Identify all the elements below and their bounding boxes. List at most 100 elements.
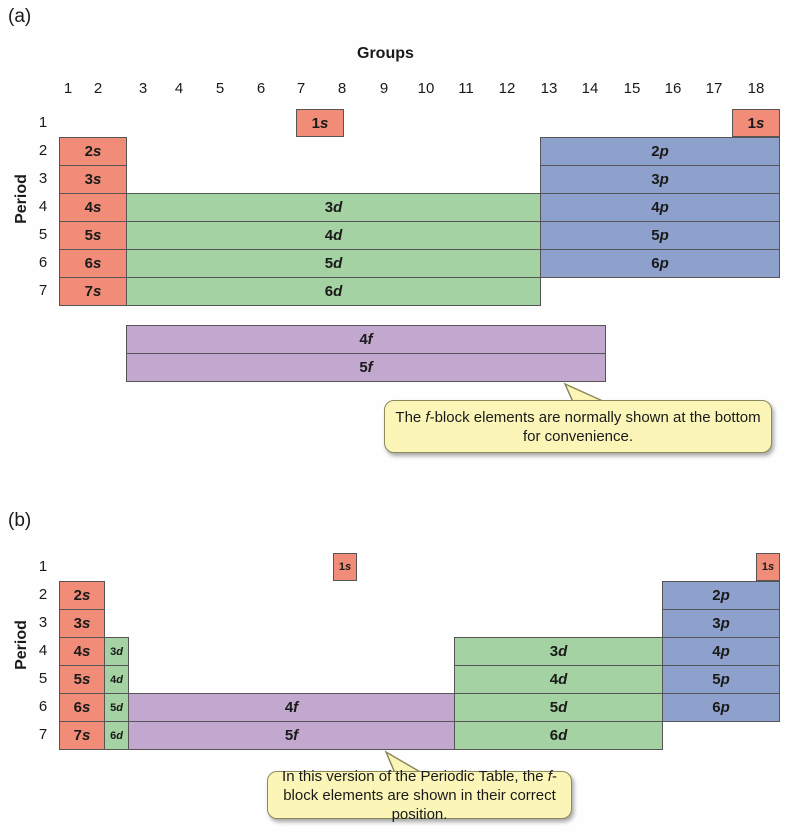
orbital-letter: p [720, 671, 730, 688]
orbital-number: 5 [324, 255, 334, 272]
group-number: 6 [256, 80, 266, 97]
orbital-letter: s [768, 561, 775, 573]
orbital-number: 5 [549, 699, 559, 716]
orbital-letter: s [82, 615, 91, 632]
orbital-number: 2 [84, 143, 93, 160]
group-number: 4 [174, 80, 184, 97]
group-number: 5 [215, 80, 225, 97]
period-number: 1 [38, 558, 48, 575]
period-number: 7 [38, 282, 48, 299]
orbital-number: 1 [747, 114, 756, 132]
callout-a: The f-block elements are normally shown … [384, 400, 772, 453]
orbital-number: 1 [338, 561, 345, 573]
group-number: 16 [664, 80, 682, 97]
group-number: 7 [296, 80, 306, 97]
orbital-letter: s [93, 255, 102, 272]
orbital-letter: s [93, 143, 102, 160]
orbital-number: 4 [284, 699, 294, 716]
orbital-letter: f [293, 727, 299, 744]
callout-b-pointer [384, 750, 425, 774]
period-number: 1 [38, 114, 48, 131]
group-number: 17 [705, 80, 723, 97]
orbital-number: 6 [110, 729, 117, 742]
orbital-number: 3 [110, 645, 117, 658]
orbital-letter: d [116, 645, 123, 658]
orbital-number: 4 [324, 227, 334, 244]
orbital-letter: s [345, 561, 352, 573]
orbital-number: 4 [84, 199, 93, 216]
orbital-number: 1 [761, 561, 768, 573]
orbital-number: 3 [324, 199, 334, 216]
orbital-number: 4 [651, 199, 660, 216]
period-number: 4 [38, 198, 48, 215]
groups-title: Groups [357, 45, 414, 62]
orbital-number: 7 [73, 727, 82, 744]
orbital-number: 2 [73, 587, 82, 604]
orbital-letter: s [82, 587, 91, 604]
period-axis-title: Period [13, 620, 30, 670]
orbital-letter: d [116, 673, 123, 686]
group-number: 8 [337, 80, 347, 97]
callout-text-italic: f [547, 767, 552, 785]
orbital-number: 5 [84, 227, 93, 244]
orbital-number: 6 [324, 283, 334, 300]
group-number: 18 [747, 80, 765, 97]
group-number: 14 [581, 80, 599, 97]
orbital-number: 3 [712, 615, 721, 632]
orbital-letter: d [558, 727, 568, 744]
callout-text-italic: f [425, 408, 430, 426]
orbital-number: 6 [73, 699, 82, 716]
orbital-number: 4 [359, 331, 368, 348]
orbital-letter: p [720, 587, 730, 604]
orbital-letter: s [93, 283, 102, 300]
orbital-number: 6 [712, 699, 721, 716]
orbital-letter: d [558, 671, 568, 688]
group-number: 11 [458, 80, 474, 97]
orbital-letter: p [659, 143, 669, 160]
orbital-number: 3 [73, 615, 82, 632]
panel-b-label: (b) [8, 510, 32, 531]
orbital-letter: s [756, 114, 765, 132]
orbital-letter: f [367, 331, 373, 348]
group-number: 15 [623, 80, 641, 97]
orbital-number: 4 [712, 643, 721, 660]
callout-text: In this version of the Periodic Table, t… [276, 767, 563, 824]
period-number: 4 [38, 642, 48, 659]
orbital-letter: s [82, 671, 91, 688]
orbital-letter: p [659, 199, 669, 216]
orbital-number: 5 [73, 671, 82, 688]
orbital-number: 6 [549, 727, 559, 744]
orbital-number: 5 [284, 727, 294, 744]
orbital-letter: p [659, 171, 669, 188]
group-number: 2 [93, 80, 103, 97]
orbital-letter: d [116, 701, 123, 714]
callout-b: In this version of the Periodic Table, t… [267, 768, 572, 823]
group-number: 10 [417, 80, 435, 97]
orbital-letter: d [333, 227, 343, 244]
callout-text-end: -block elements are normally shown at th… [429, 408, 761, 445]
orbital-letter: s [320, 114, 329, 132]
orbital-letter: d [333, 255, 343, 272]
period-number: 5 [38, 670, 48, 687]
period-number: 5 [38, 226, 48, 243]
